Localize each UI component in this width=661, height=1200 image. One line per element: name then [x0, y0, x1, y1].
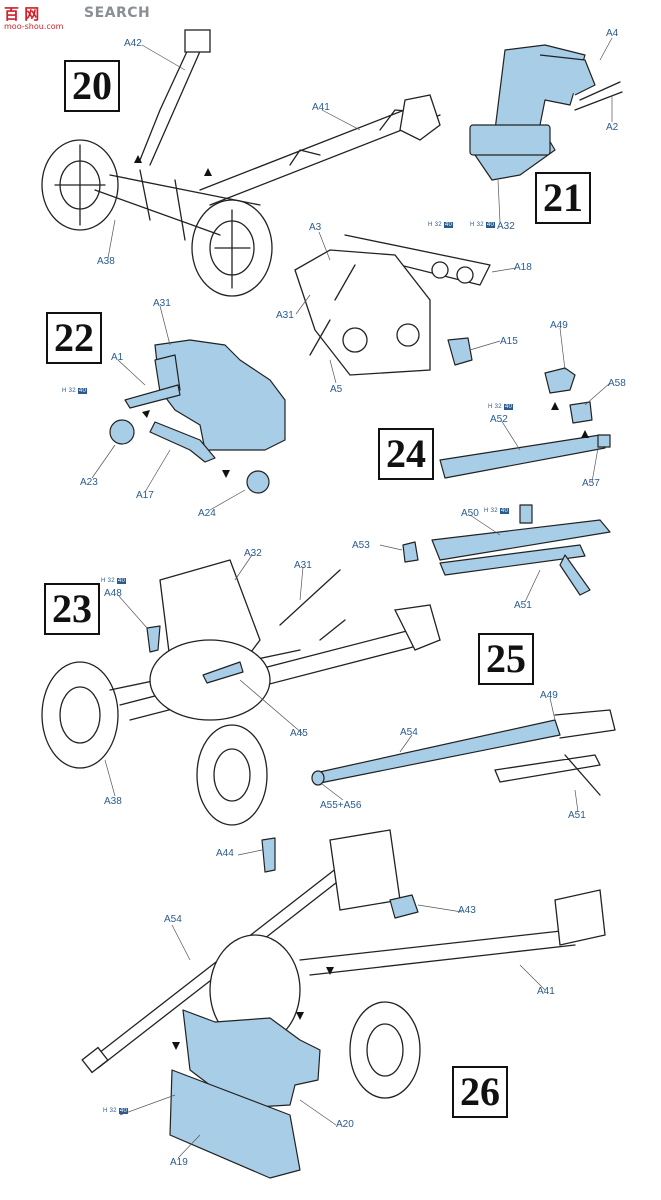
- part-label: A41: [537, 986, 555, 997]
- color-callout: H 32 40: [488, 404, 514, 410]
- part-label: A42: [124, 38, 142, 49]
- assembly-arrows: [134, 155, 589, 1050]
- color-callout: H 32 40: [484, 508, 510, 514]
- step-number-22: 22: [46, 312, 102, 364]
- step-25-barrel: [311, 709, 616, 796]
- part-label: A58: [608, 378, 626, 389]
- step-number-24: 24: [378, 428, 434, 480]
- step-25-drawing: [402, 504, 611, 596]
- part-label: A3: [309, 222, 322, 233]
- step-23-drawing: [41, 559, 441, 826]
- watermark-url: moo-shou.com: [4, 22, 64, 31]
- color-callout: H 32 40: [101, 578, 127, 584]
- step-number-21: 21: [535, 172, 591, 224]
- step-number-26: 26: [452, 1066, 508, 1118]
- part-label: A31: [276, 310, 294, 321]
- step-22-drawing: [109, 339, 286, 494]
- part-label: A45: [290, 728, 308, 739]
- part-label: A15: [500, 336, 518, 347]
- part-label: A50: [461, 508, 479, 519]
- part-label: A49: [550, 320, 568, 331]
- part-label: A51: [514, 600, 532, 611]
- watermark-search: SEARCH: [84, 5, 151, 21]
- step-number-25: 25: [478, 633, 534, 685]
- part-label: A2: [606, 122, 619, 133]
- step-24-drawing: [294, 234, 491, 376]
- watermark-brand: 百 网: [4, 5, 40, 23]
- part-label: A54: [400, 727, 418, 738]
- part-label: A49: [540, 690, 558, 701]
- part-label: A31: [294, 560, 312, 571]
- part-label: A24: [198, 508, 216, 519]
- step-24-sub-drawing: [439, 367, 611, 479]
- part-label: A32: [244, 548, 262, 559]
- step-21-drawing: [469, 44, 623, 181]
- part-label: A48: [104, 588, 122, 599]
- step-number-23: 23: [44, 583, 100, 635]
- part-label: A43: [458, 905, 476, 916]
- part-label: A5: [330, 384, 343, 395]
- color-callout: H 32 40: [103, 1108, 129, 1114]
- part-label: A38: [97, 256, 115, 267]
- part-label: A54: [164, 914, 182, 925]
- part-label: A23: [80, 477, 98, 488]
- part-label: A57: [582, 478, 600, 489]
- part-label: A55+A56: [320, 800, 362, 811]
- color-callout: H 32 40: [62, 388, 88, 394]
- part-label: A4: [606, 28, 619, 39]
- part-label: A17: [136, 490, 154, 501]
- part-label: A51: [568, 810, 586, 821]
- part-label: A20: [336, 1119, 354, 1130]
- part-label: A41: [312, 102, 330, 113]
- part-label: A52: [490, 414, 508, 425]
- leader-lines: [91, 37, 613, 1159]
- part-label: A19: [170, 1157, 188, 1168]
- color-callout: H 32 40: [470, 222, 496, 228]
- part-label: A53: [352, 540, 370, 551]
- step-26-drawing: [81, 829, 606, 1179]
- part-label: A32: [497, 221, 515, 232]
- color-callout: H 32 40: [428, 222, 454, 228]
- part-label: A31: [153, 298, 171, 309]
- step-20-drawing: [41, 29, 441, 297]
- part-label: A1: [111, 352, 124, 363]
- part-label: A44: [216, 848, 234, 859]
- part-label: A18: [514, 262, 532, 273]
- step-number-20: 20: [64, 60, 120, 112]
- part-label: A38: [104, 796, 122, 807]
